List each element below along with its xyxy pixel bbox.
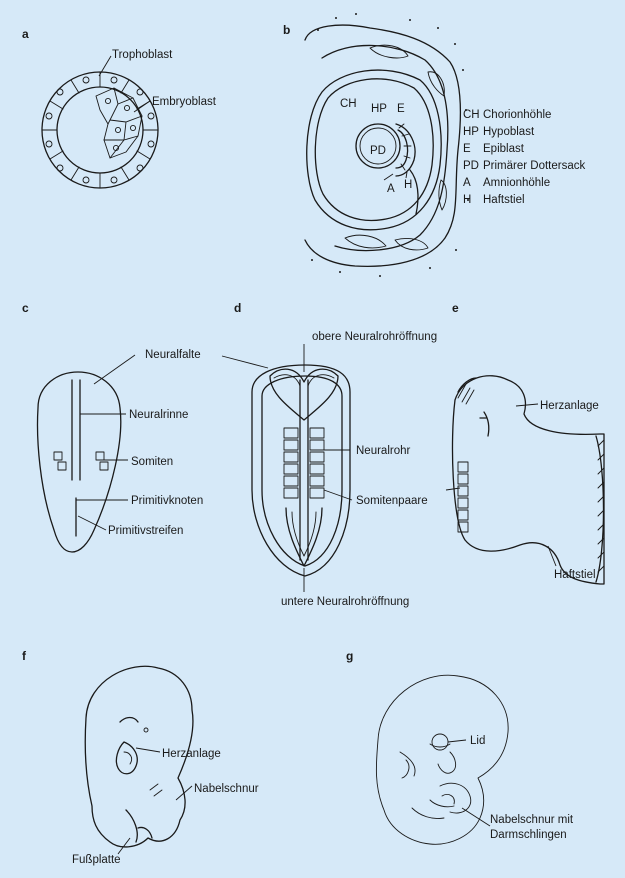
label-nabelschnur-darmschlingen-1: Nabelschnur mit	[490, 814, 574, 826]
label-b-e: E	[397, 103, 405, 115]
label-primitivknoten: Primitivknoten	[131, 495, 203, 507]
legend-abbr: H	[463, 194, 471, 206]
label-primitivstreifen: Primitivstreifen	[108, 525, 183, 537]
label-b-ch: CH	[340, 98, 357, 110]
panel-g: g Lid Nabelschnur mit Darmschlingen	[346, 649, 574, 845]
legend-text: Primärer Dottersack	[483, 160, 585, 172]
panel-f: f Herzanlage Nabelschnur Fußplatte	[22, 649, 259, 866]
panel-letter-f: f	[22, 649, 27, 663]
label-herzanlage-e: Herzanlage	[540, 400, 599, 412]
label-somiten: Somiten	[131, 456, 173, 468]
label-herzanlage-f: Herzanlage	[162, 748, 221, 760]
label-lid: Lid	[470, 735, 485, 747]
legend-abbr: E	[463, 143, 471, 155]
label-neuralrohr: Neuralrohr	[356, 445, 410, 457]
panel-letter-b: b	[283, 23, 290, 37]
early-embryo-drawing	[84, 665, 194, 848]
label-haftstiel: Haftstiel	[554, 569, 596, 581]
neural-tube-drawing	[251, 364, 351, 577]
label-somitenpaare: Somitenpaare	[356, 495, 428, 507]
panel-d: d obere Neuralrohröffnung	[234, 301, 437, 608]
legend-text: Chorionhöhle	[483, 109, 551, 121]
panel-c: c Neuralfalte Neuralrinne Somiten Primit…	[22, 301, 269, 553]
later-embryo-drawing	[375, 674, 509, 845]
legend-text: Epiblast	[483, 143, 525, 155]
label-neuralfalte: Neuralfalte	[145, 349, 201, 361]
panel-letter-d: d	[234, 301, 241, 315]
legend-text: Hypoblast	[483, 126, 535, 138]
label-neuralrinne: Neuralrinne	[129, 409, 188, 421]
label-b-pd: PD	[370, 145, 386, 157]
panel-a: a Trophoblast Embryoblast	[22, 27, 217, 189]
panel-letter-g: g	[346, 649, 353, 663]
label-trophoblast: Trophoblast	[112, 49, 173, 61]
label-obere-neuralrohroeffnung: obere Neuralrohröffnung	[312, 331, 437, 343]
folding-embryo-drawing	[451, 375, 605, 585]
embryonic-disc-drawing	[36, 371, 122, 553]
label-nabelschnur: Nabelschnur	[194, 783, 259, 795]
panel-b: b	[283, 13, 585, 277]
legend-b: CH Chorionhöhle HP Hypoblast E Epiblast …	[463, 109, 585, 206]
legend-abbr: PD	[463, 160, 479, 172]
blastocyst-drawing	[41, 71, 159, 189]
legend-text: Haftstiel	[483, 194, 525, 206]
label-embryoblast: Embryoblast	[152, 96, 217, 108]
label-untere-neuralrohroeffnung: untere Neuralrohröffnung	[281, 596, 409, 608]
legend-abbr: HP	[463, 126, 479, 138]
legend-text: Amnionhöhle	[483, 177, 550, 189]
chorion-drawing	[304, 13, 469, 277]
legend-abbr: A	[463, 177, 471, 189]
label-b-a: A	[387, 183, 395, 195]
panel-letter-a: a	[22, 27, 29, 41]
label-nabelschnur-darmschlingen-2: Darmschlingen	[490, 829, 567, 841]
panel-letter-c: c	[22, 301, 29, 315]
panel-letter-e: e	[452, 301, 459, 315]
label-fussplatte: Fußplatte	[72, 854, 121, 866]
legend-abbr: CH	[463, 109, 480, 121]
panel-e: e Herzanlage Haftstiel	[445, 301, 605, 585]
label-b-h: H	[404, 179, 412, 191]
label-b-hp: HP	[371, 103, 387, 115]
